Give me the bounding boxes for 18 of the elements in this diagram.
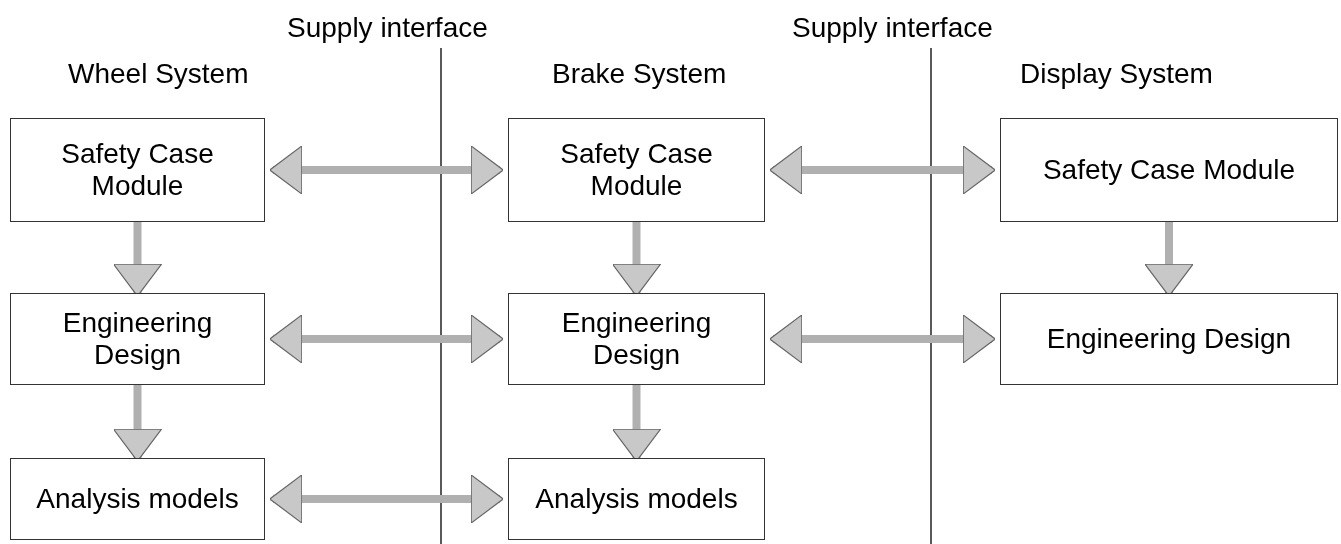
process-box: Safety Case Module [10, 118, 265, 222]
double-arrow [769, 314, 996, 364]
process-box: Analysis models [508, 458, 765, 540]
lane-heading: Wheel System [68, 58, 249, 90]
lane-heading: Brake System [552, 58, 727, 90]
double-arrow [269, 314, 504, 364]
double-arrow [769, 145, 996, 195]
process-box: Engineering Design [10, 293, 265, 385]
process-box: Engineering Design [508, 293, 765, 385]
process-box: Safety Case Module [508, 118, 765, 222]
interface-label: Supply interface [792, 12, 993, 44]
process-box: Analysis models [10, 458, 265, 540]
lane-heading: Display System [1020, 58, 1213, 90]
double-arrow [269, 145, 504, 195]
interface-label: Supply interface [287, 12, 488, 44]
double-arrow [269, 474, 504, 524]
process-box: Engineering Design [1000, 293, 1338, 385]
process-box: Safety Case Module [1000, 118, 1338, 222]
